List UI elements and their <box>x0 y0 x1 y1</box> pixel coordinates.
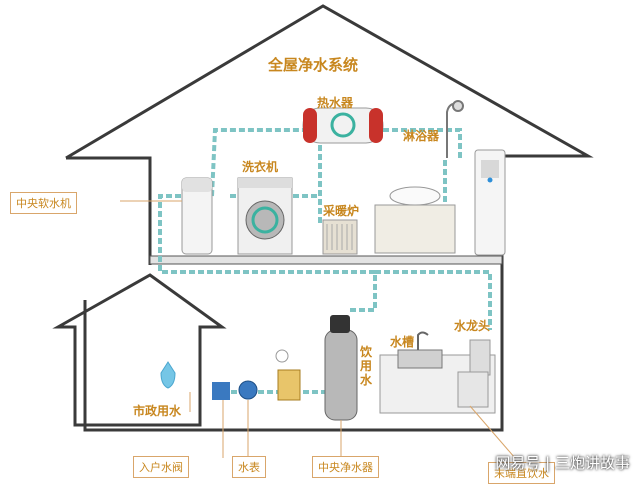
label-sink: 水槽 <box>390 335 415 349</box>
diagram-title: 全屋净水系统 <box>268 56 359 74</box>
washing-machine <box>237 177 293 255</box>
label-water-heater: 热水器 <box>317 96 354 110</box>
pre-filter <box>275 349 301 401</box>
bathroom-vanity <box>374 186 456 254</box>
watermark: 网易号 | 三炮讲故事 <box>495 454 630 472</box>
water-dispenser <box>474 149 506 256</box>
label-central-purifier: 中央净水器 <box>312 456 379 478</box>
terminal-dispenser <box>457 371 489 408</box>
heating-furnace <box>322 219 358 255</box>
floor-slab <box>149 255 503 265</box>
leader-lines <box>120 200 516 459</box>
label-drinking-water: 饮用水 <box>360 345 373 387</box>
shower-head <box>446 100 464 158</box>
pipe-network <box>158 128 492 394</box>
label-washing-machine: 洗衣机 <box>242 160 279 174</box>
label-municipal-water: 市政用水 <box>133 404 182 418</box>
water-heater <box>302 107 384 144</box>
label-water-meter: 水表 <box>232 456 266 478</box>
central-purifier-tank <box>324 315 358 421</box>
label-inlet-valve: 入户水阀 <box>133 456 189 478</box>
label-shower: 淋浴器 <box>403 129 440 143</box>
label-heating-furnace: 采暖炉 <box>323 204 360 218</box>
water-meter <box>238 380 258 400</box>
main-house-roof-left <box>66 156 152 265</box>
label-terminal-dispenser: 末端直饮水 <box>488 462 555 484</box>
small-house-outline <box>52 273 227 427</box>
label-faucet: 水龙头 <box>454 319 491 333</box>
central-softener <box>181 177 213 255</box>
inlet-valve <box>212 382 230 400</box>
water-drop-icon <box>160 361 176 389</box>
label-central-softener: 中央软水机 <box>10 192 77 214</box>
